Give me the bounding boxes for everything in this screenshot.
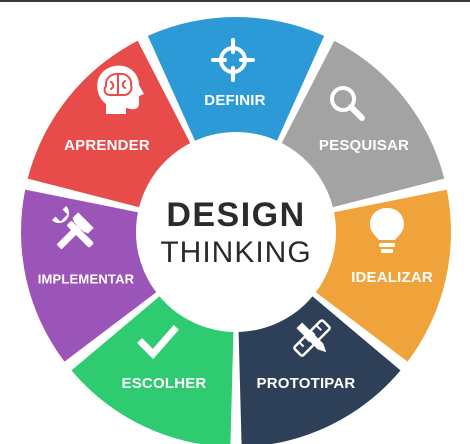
center-subtitle: THINKING (160, 236, 311, 269)
segment-aprender-wedge (27, 40, 196, 211)
label-definir: DEFINIR (204, 92, 265, 109)
segment-definir-wedge (147, 16, 325, 152)
target-crosshair-icon (211, 38, 255, 82)
center-title: DESIGN (166, 196, 305, 234)
label-prototipar: PROTOTIPAR (257, 375, 356, 392)
label-aprender: APRENDER (64, 137, 150, 154)
label-implementar: IMPLEMENTAR (38, 271, 135, 286)
segment-prototipar-wedge (238, 288, 401, 444)
label-idealizar: IDEALIZAR (351, 269, 433, 286)
magnifier-icon (330, 86, 365, 121)
segment-idealizar-wedge (306, 189, 451, 362)
segment-implementar-wedge (20, 189, 166, 362)
segment-escolher-wedge (71, 288, 234, 444)
head-brain-icon (97, 65, 144, 114)
checkmark-icon (137, 325, 179, 360)
tools-icon (51, 205, 94, 250)
label-pesquisar: PESQUISAR (319, 137, 409, 154)
segment-pesquisar-wedge (276, 40, 445, 211)
ruler-pencil-icon (293, 319, 331, 357)
center-circle (136, 132, 336, 332)
top-border-line (0, 0, 470, 2)
label-escolher: ESCOLHER (122, 375, 207, 392)
lightbulb-icon (370, 208, 404, 253)
